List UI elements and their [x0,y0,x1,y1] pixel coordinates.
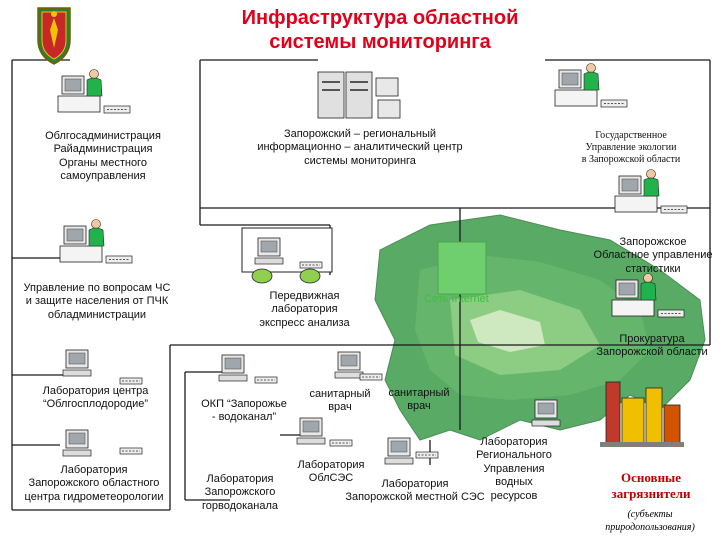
keyboard-icon [329,439,353,447]
node-statistics: Запорожское Областное управление статист… [593,236,713,275]
pc-sanitary-icon [334,351,364,379]
workstation-ecology-icon [554,63,628,108]
mobile-lab-wheel-left [251,268,273,284]
factory-icon [600,381,684,447]
node-sanitary-2: санитарный врач [388,387,450,413]
keyboard-icon [299,261,323,269]
pc-mobile-lab-icon [254,237,284,265]
node-gorvodokanal-lab: Лаборатория Запорожского горводоканала [201,473,279,512]
workstation-emergency-icon [59,219,133,264]
node-water-lab: Лаборатория Запорожской местной СЭС [345,478,485,504]
mobile-lab-wheel-right [299,268,321,284]
keyboard-icon [415,451,439,459]
coat-of-arms-icon [37,7,71,65]
node-sanitary-1: санитарный врач [309,388,371,414]
legend-subtitle: (субъекты природопользования) [605,509,695,533]
keyboard-icon [119,377,143,385]
node-prosecutor: Прокуратура Запорожской области [596,333,708,359]
node-hydromet-lab: Лаборатория Запорожского областного цент… [24,464,164,503]
pc-okp-icon [218,354,248,382]
node-okp: ОКП “Запорожье - водоканал” [201,398,287,424]
pc-fertility-lab-icon [62,349,92,377]
legend-title: Основные загрязнители [611,470,691,502]
node-ecology: Государственное Управление экологии в За… [581,130,681,166]
pc-oblses-icon [384,437,414,465]
workstation-statistics-icon [614,169,688,214]
node-regional-center: Запорожский – региональный информационно… [257,128,463,167]
pc-gorvodokanal-icon [296,417,326,445]
page-title: Инфраструктура областной системы монитор… [241,7,519,53]
node-mobile-lab: Передвижная лаборатория экспресс анализа [259,290,350,329]
keyboard-icon [254,376,278,384]
node-internet: Сеть Internet [424,293,489,305]
pc-regional-water-icon [531,399,561,427]
node-oblses-lab: Лаборатория ОблСЭС [297,459,365,485]
node-regional-water: Лаборатория Регионального Управления вод… [476,436,552,502]
server-rack-icon [317,71,401,119]
node-fertility-lab: Лаборатория центра “Облгосплодородие” [42,385,149,411]
workstation-oblgos-icon [57,69,131,114]
pc-hydromet-icon [62,429,92,457]
keyboard-icon [359,373,383,381]
node-emergency: Управление по вопросам ЧС и защите насел… [23,282,171,321]
keyboard-icon [119,447,143,455]
node-oblgos: Облгосадминистрация Райадминистрация Орг… [45,130,161,183]
internet-box [437,241,487,295]
